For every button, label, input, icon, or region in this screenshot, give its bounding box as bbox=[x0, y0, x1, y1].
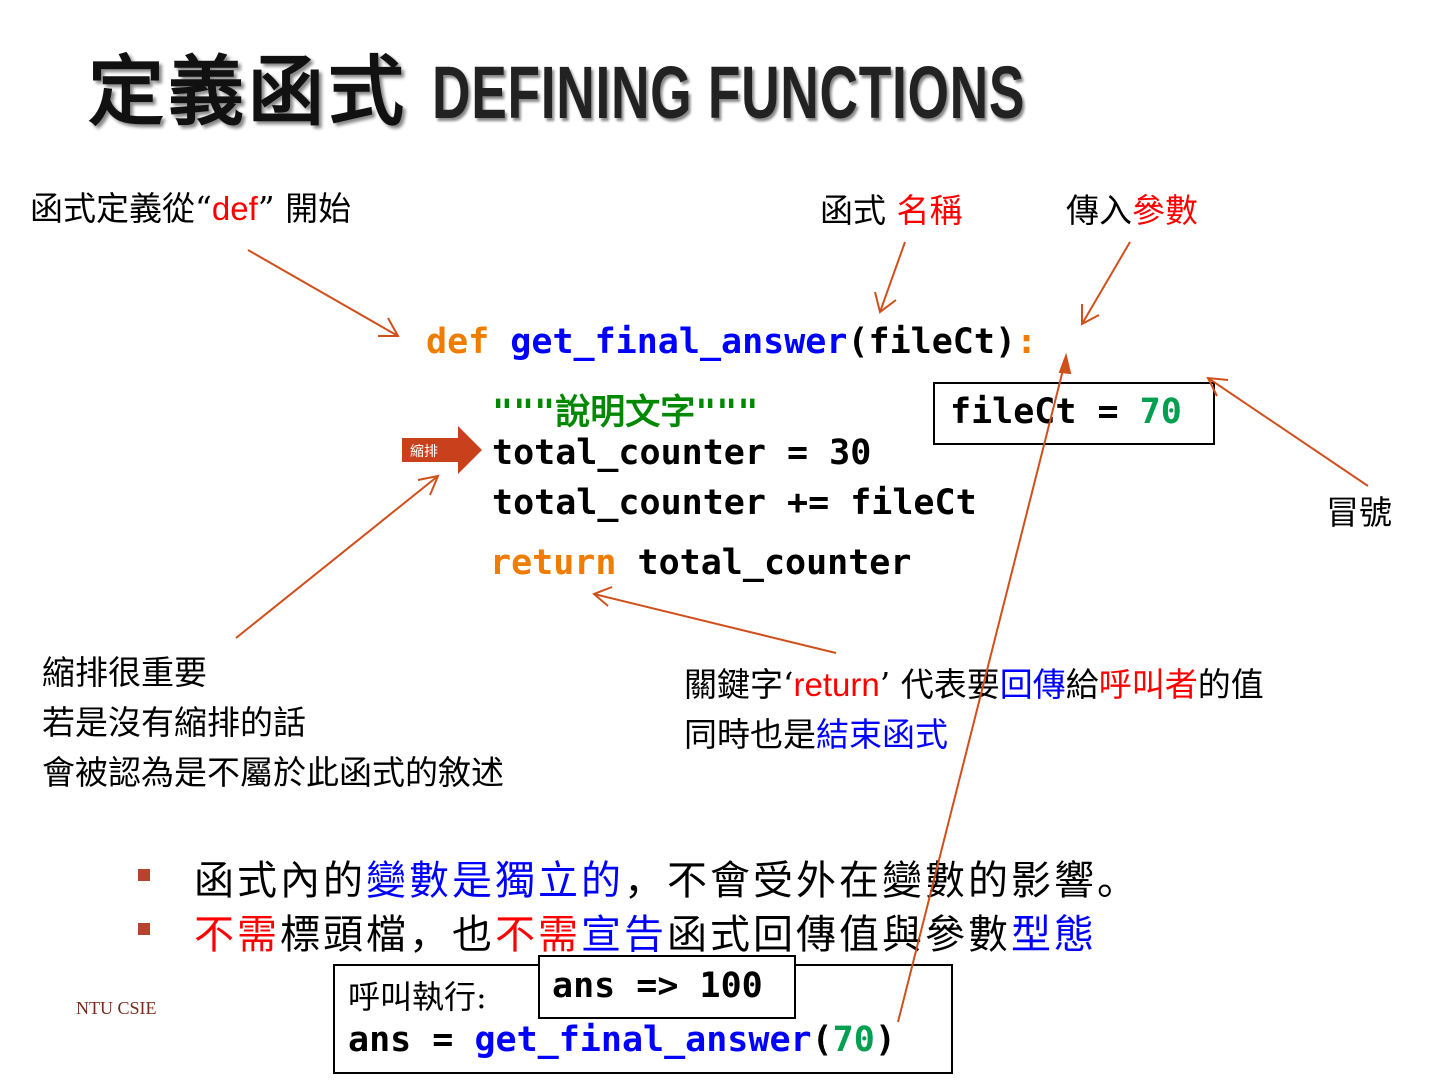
title-en: DEFINING FUNCTIONS bbox=[432, 51, 1026, 134]
page-title: 定義函式 DEFINING FUNCTIONS bbox=[88, 30, 1256, 140]
arrow-icon bbox=[1206, 376, 1369, 487]
call-code: ans = get_final_answer(70) bbox=[348, 1020, 896, 1060]
note-line: 縮排很重要 bbox=[42, 653, 207, 692]
bullet-icon bbox=[138, 923, 150, 935]
note-indentation: 縮排很重要 若是沒有縮排的話 會被認為是不屬於此函式的敘述 bbox=[42, 648, 504, 798]
bullet-item-1: 函式內的變數是獨立的，不會受外在變數的影響。 bbox=[194, 848, 1140, 906]
call-label: 呼叫執行: bbox=[348, 978, 487, 1016]
bullet-highlight: 不需 bbox=[495, 912, 581, 958]
bullet-highlight: 宣告 bbox=[581, 912, 667, 958]
code-docstring: """說明文字""" bbox=[492, 393, 759, 433]
note-line: 關鍵字‘return’ 代表要回傳給呼叫者的值 bbox=[684, 660, 1264, 710]
bullet-icon bbox=[138, 869, 150, 881]
call-argument: 70 bbox=[832, 1020, 875, 1060]
code-return-line: return total_counter bbox=[490, 543, 911, 583]
bullet-text: 函式回傳值與參數 bbox=[667, 912, 1011, 958]
note-parameters: 傳入參數 bbox=[1066, 186, 1198, 236]
bullet-highlight: 型態 bbox=[1011, 912, 1097, 958]
note-text: 函式定義從“ bbox=[30, 189, 212, 228]
arrow-icon bbox=[247, 249, 400, 337]
note-text: 同時也是 bbox=[684, 715, 816, 754]
arrow-icon bbox=[897, 352, 1072, 1023]
note-function-name: 函式 名稱 bbox=[820, 186, 963, 236]
bullet-highlight: 變數是獨立的 bbox=[366, 858, 624, 904]
note-text: 的值 bbox=[1197, 665, 1264, 704]
call-paren: ) bbox=[874, 1020, 896, 1060]
note-highlight: 參數 bbox=[1132, 191, 1198, 230]
bullet-text: 函式內的 bbox=[194, 858, 366, 904]
filect-number: 70 bbox=[1139, 392, 1182, 432]
bullet-highlight: 不需 bbox=[194, 912, 280, 958]
note-line: 會被認為是不屬於此函式的敘述 bbox=[42, 753, 504, 792]
arrow-icon bbox=[592, 586, 837, 654]
code-line-2: total_counter += fileCt bbox=[492, 483, 977, 523]
title-zh: 定義函式 bbox=[88, 47, 408, 136]
note-text: 函式 bbox=[820, 191, 897, 230]
code-return-keyword: return bbox=[490, 543, 617, 583]
code-line-1: total_counter = 30 bbox=[492, 433, 872, 473]
arrow-icon bbox=[874, 241, 906, 314]
note-line: 若是沒有縮排的話 bbox=[42, 703, 306, 742]
note-line: 同時也是結束函式 bbox=[684, 710, 1264, 760]
note-keyword-return: return bbox=[793, 666, 880, 703]
note-text: 給 bbox=[1065, 665, 1099, 704]
call-assign: ans = bbox=[348, 1020, 475, 1060]
bullet-item-2: 不需標頭檔，也不需宣告函式回傳值與參數型態 bbox=[194, 902, 1097, 960]
note-highlight: 名稱 bbox=[896, 191, 963, 230]
note-text: 傳入 bbox=[1066, 191, 1132, 230]
filect-value-box bbox=[933, 382, 1215, 445]
code-def-keyword: def bbox=[426, 322, 490, 362]
arrow-icon bbox=[1081, 241, 1131, 326]
code-function-name: get_final_answer bbox=[510, 322, 848, 362]
call-function-name: get_final_answer bbox=[474, 1020, 812, 1060]
note-highlight: 呼叫者 bbox=[1098, 665, 1198, 704]
filect-value-text: fileCt = 70 bbox=[950, 392, 1182, 432]
indent-label: 縮排 bbox=[410, 444, 438, 460]
bullet-text: ，不會受外在變數的影響。 bbox=[624, 858, 1140, 904]
call-paren: ( bbox=[811, 1020, 833, 1060]
bullet-text: 標頭檔，也 bbox=[280, 912, 495, 958]
note-def-start: 函式定義從“def” 開始 bbox=[30, 184, 351, 234]
note-highlight: 結束函式 bbox=[816, 715, 948, 754]
note-text: 關鍵字‘ bbox=[684, 665, 794, 704]
arrow-icon bbox=[235, 474, 440, 639]
note-colon: 冒號 bbox=[1326, 493, 1392, 532]
note-highlight: 回傳 bbox=[999, 665, 1066, 704]
note-return: 關鍵字‘return’ 代表要回傳給呼叫者的值 同時也是結束函式 bbox=[684, 660, 1264, 760]
note-text: ” 開始 bbox=[257, 189, 352, 228]
note-keyword-def: def bbox=[211, 190, 258, 227]
code-def-line: def get_final_answer(fileCt): bbox=[426, 322, 1037, 362]
code-params: (fileCt) bbox=[847, 322, 1017, 362]
code-return-value: total_counter bbox=[637, 543, 912, 583]
indent-arrow-icon bbox=[402, 426, 482, 474]
result-box bbox=[538, 955, 796, 1019]
footer-label: NTU CSIE bbox=[76, 998, 157, 1018]
code-colon: : bbox=[1016, 322, 1038, 362]
filect-assign: fileCt = bbox=[950, 392, 1140, 432]
result-text: ans => 100 bbox=[552, 966, 763, 1006]
